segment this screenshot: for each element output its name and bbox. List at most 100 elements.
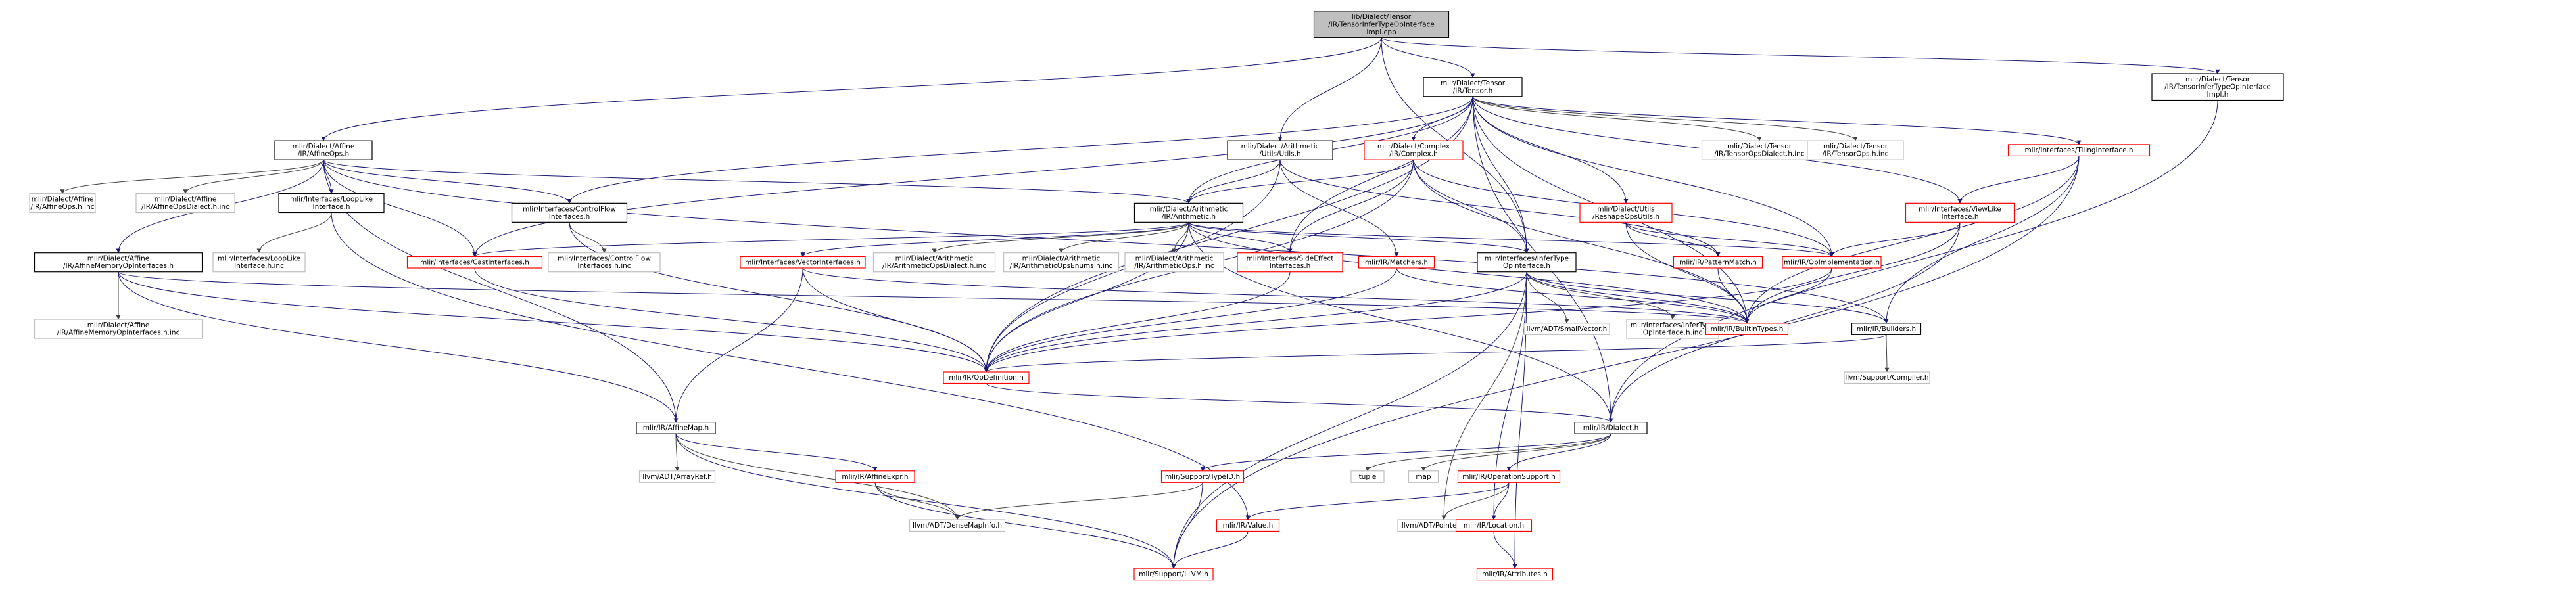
node-label-line: mlir/Dialect/Tensor (1823, 143, 1888, 150)
edge-root-to-arithutils (1277, 37, 1382, 141)
edge-infertype-to-smallvector (1526, 271, 1569, 324)
node-patternmatch[interactable]: mlir/IR/PatternMatch.h (1673, 256, 1763, 269)
node-attributes[interactable]: mlir/IR/Attributes.h (1476, 568, 1554, 581)
node-affineops[interactable]: mlir/Dialect/Affine/IR/AffineOps.h (274, 140, 373, 160)
edge-vectorinterfaces-to-builtintypes (802, 267, 1750, 324)
node-affinemap[interactable]: mlir/IR/AffineMap.h (636, 422, 716, 434)
edge-looplike-to-looplikeinc (256, 212, 332, 254)
node-compiler[interactable]: llvm/Support/Compiler.h (1844, 371, 1930, 384)
node-root[interactable]: lib/Dialect/Tensor/IR/TensorInferTypeOpI… (1313, 11, 1450, 38)
edge-tiling-to-llvmh (1171, 156, 2080, 569)
node-smallvector[interactable]: llvm/ADT/SmallVector.h (1523, 323, 1610, 335)
node-box (274, 140, 373, 160)
node-affineopsdialectinc[interactable]: mlir/Dialect/Affine/IR/AffineOpsDialect.… (135, 193, 235, 214)
node-typeid[interactable]: mlir/Support/TypeID.h (1160, 470, 1245, 483)
node-label-line: mlir/Interfaces/VectorInterfaces.h (745, 258, 861, 266)
node-affineexpr[interactable]: mlir/IR/AffineExpr.h (835, 470, 915, 483)
node-arithopsenumsinc[interactable]: mlir/Dialect/Arithmetic/IR/ArithmeticOps… (1003, 252, 1120, 273)
edge-viewlike-to-opimplementation (1829, 222, 1961, 258)
node-tensordialectinc[interactable]: mlir/Dialect/Tensor/IR/TensorOpsDialect.… (1701, 140, 1818, 160)
node-opsupport[interactable]: mlir/IR/OperationSupport.h (1457, 470, 1561, 483)
node-label-line: mlir/Support/TypeID.h (1165, 473, 1240, 481)
node-box (638, 470, 716, 483)
node-matchers[interactable]: mlir/IR/Matchers.h (1358, 256, 1435, 269)
node-value[interactable]: mlir/IR/Value.h (1216, 519, 1280, 532)
node-location[interactable]: mlir/IR/Location.h (1455, 519, 1533, 532)
node-llvmh[interactable]: mlir/Support/LLVM.h (1133, 568, 1214, 581)
edge-tensor-to-sideeffect (1287, 96, 1473, 254)
node-box (1350, 470, 1385, 483)
node-label-line: llvm/ADT/DenseMapInfo.h (913, 522, 1002, 530)
edge-typeid-to-densemapinfo (955, 482, 1203, 520)
node-label-line: mlir/IR/Matchers.h (1365, 258, 1428, 266)
node-castinterfaces[interactable]: mlir/Interfaces/CastInterfaces.h (406, 256, 543, 269)
node-affinememoryinc[interactable]: mlir/Dialect/Affine/IR/AffineMemoryOpInt… (34, 319, 203, 339)
node-vectorinterfaces[interactable]: mlir/Interfaces/VectorInterfaces.h (740, 256, 866, 269)
edge-infertype-to-opdefinition (984, 271, 1527, 373)
edge-arithmetic-to-infertype (1188, 221, 1529, 254)
node-box (1227, 140, 1333, 160)
node-label-line: Impl.h (2207, 91, 2229, 99)
node-box (1457, 470, 1561, 483)
node-box (835, 470, 915, 483)
edge-opimplementation-to-builtintypes (1744, 267, 1832, 324)
node-tiling[interactable]: mlir/Interfaces/TilingInterface.h (2007, 144, 2151, 157)
edge-arithutils-to-matchers (1279, 160, 1399, 258)
node-box (1358, 256, 1435, 269)
edge-tensor-to-tiling (1472, 96, 2082, 145)
node-map[interactable]: map (1408, 470, 1439, 483)
node-affinememory[interactable]: mlir/Dialect/Affine/IR/AffineMemoryOpInt… (34, 252, 203, 273)
node-label-line: mlir/IR/OpImplementation.h (1784, 258, 1880, 266)
edge-controlflow-to-controlflowinc (569, 222, 607, 254)
node-arithmetic[interactable]: mlir/Dialect/Arithmetic/IR/Arithmetic.h (1133, 202, 1244, 223)
node-dialect[interactable]: mlir/IR/Dialect.h (1574, 422, 1648, 434)
edge-arithmetic-to-builtintypes (1188, 222, 1750, 324)
node-controlflowinc[interactable]: mlir/Interfaces/ControlFlowInterfaces.h.… (548, 252, 661, 273)
node-label-line: mlir/IR/AffineExpr.h (842, 473, 908, 481)
node-arithopsdialectinc[interactable]: mlir/Dialect/Arithmetic/IR/ArithmeticOps… (872, 252, 996, 273)
node-tuple[interactable]: tuple (1350, 470, 1385, 483)
node-builders[interactable]: mlir/IR/Builders.h (1851, 323, 1922, 335)
node-tensoropsinc[interactable]: mlir/Dialect/Tensor/IR/TensorOps.h.inc (1807, 140, 1904, 160)
node-label-line: mlir/Interfaces/InferType (1631, 321, 1715, 329)
node-box (1851, 323, 1922, 335)
node-box (548, 252, 661, 273)
node-reshapeutils[interactable]: mlir/Dialect/Utils/ReshapeOpsUtils.h (1579, 202, 1673, 223)
edge-affineops-to-affineopsdialectinc (183, 160, 324, 194)
node-label-line: Interfaces.h (549, 213, 590, 221)
edge-dialect-to-tuple (1365, 433, 1611, 472)
node-arrayref[interactable]: llvm/ADT/ArrayRef.h (638, 470, 716, 483)
node-densemapinfo[interactable]: llvm/ADT/DenseMapInfo.h (909, 519, 1006, 532)
node-infertypeinc[interactable]: mlir/Interfaces/InferTypeOpInterface.h.i… (1626, 319, 1719, 339)
node-opimplementation[interactable]: mlir/IR/OpImplementation.h (1782, 256, 1882, 269)
node-box (1477, 252, 1577, 273)
node-box (1216, 519, 1280, 532)
node-builtintypes[interactable]: mlir/IR/BuiltinTypes.h (1705, 323, 1789, 335)
node-opdefinition[interactable]: mlir/IR/OpDefinition.h (943, 371, 1030, 384)
edge-infertype-to-pointerunion (1441, 271, 1527, 520)
node-label-line: mlir/Interfaces/CastInterfaces.h (420, 258, 529, 266)
edge-complex-to-arithmetic (1186, 160, 1414, 204)
node-label-line: mlir/Dialect/Utils (1597, 205, 1654, 213)
node-box (1423, 77, 1523, 97)
node-tensorinferimpl[interactable]: mlir/Dialect/Tensor/IR/TensorInferTypeOp… (2151, 73, 2284, 101)
edge-infertype-to-builders (1526, 271, 1889, 324)
node-label-line: mlir/IR/Dialect.h (1583, 424, 1639, 432)
node-affineopsinc[interactable]: mlir/Dialect/Affine/IR/AffineOps.h.inc (29, 193, 96, 214)
node-complex[interactable]: mlir/Dialect/Complex/IR/Complex.h (1364, 140, 1464, 160)
node-label-line: Interfaces.h (1270, 262, 1310, 270)
node-tensor[interactable]: mlir/Dialect/Tensor/IR/Tensor.h (1423, 77, 1523, 97)
edge-typeid-to-llvmh (1171, 482, 1203, 569)
node-infertype[interactable]: mlir/Interfaces/InferTypeOpInterface.h (1477, 252, 1577, 273)
node-arithopsinc[interactable]: mlir/Dialect/Arithmetic/IR/ArithmeticOps… (1124, 252, 1224, 273)
edge-reshapeutils-to-patternmatch (1625, 222, 1721, 258)
node-arithutils[interactable]: mlir/Dialect/Arithmetic/Utils/Utils.h (1227, 140, 1333, 160)
node-label-line: tuple (1359, 473, 1377, 481)
node-box (29, 193, 96, 214)
node-label-line: /IR/TensorOps.h.inc (1823, 150, 1889, 158)
